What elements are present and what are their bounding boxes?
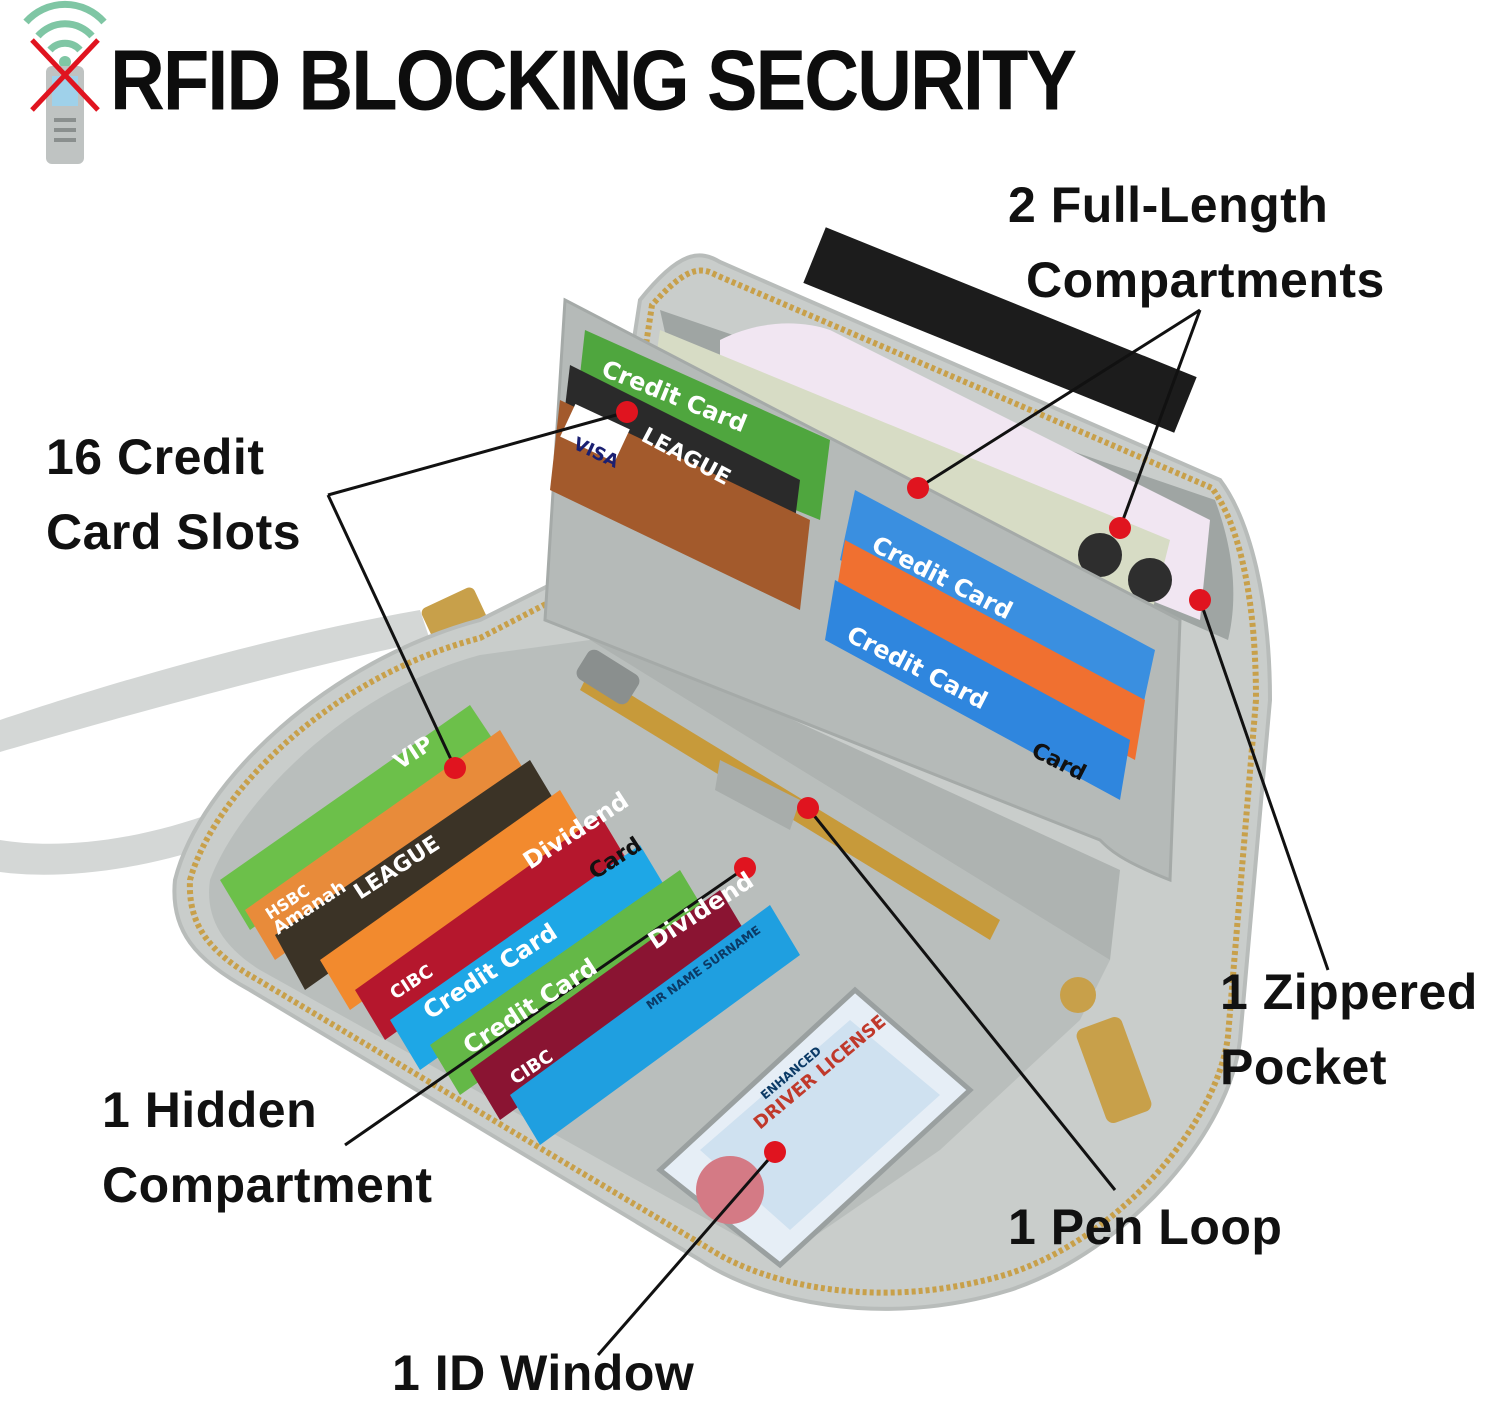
label-hidden-compartment: 1 Hidden Compartment	[102, 1073, 433, 1223]
rfid-blocked-reader-icon	[23, 0, 107, 164]
label-full-length-line-2: Compartments	[1026, 252, 1385, 308]
label-pen-loop: 1 Pen Loop	[1008, 1199, 1283, 1255]
leader-lines	[326, 308, 1330, 1356]
page-title: RFID BLOCKING SECURITY	[110, 33, 1077, 129]
zipper-pull	[1076, 1017, 1152, 1123]
label-credit-line-2: Card Slots	[46, 504, 302, 560]
label-zippered-pocket: 1 Zippered Pocket	[1220, 955, 1478, 1105]
lower-card-slots	[220, 705, 800, 1145]
label-zippered-line-1: 1 Zippered	[1220, 964, 1478, 1020]
label-credit-card-slots: 16 Credit Card Slots	[46, 420, 301, 570]
label-zippered-line-2: Pocket	[1220, 1039, 1387, 1095]
label-full-length-compartments: 2 Full-Length Compartments	[1008, 168, 1385, 318]
label-id-window: 1 ID Window	[392, 1345, 695, 1401]
label-credit-line-1: 16 Credit	[46, 429, 265, 485]
callout-dots	[444, 401, 1211, 1163]
zipper	[186, 267, 1260, 1296]
label-hidden-line-2: Compartment	[102, 1157, 433, 1213]
label-hidden-line-1: 1 Hidden	[102, 1082, 318, 1138]
label-full-length-line-1: 2 Full-Length	[1008, 177, 1329, 233]
wrist-strap	[0, 610, 430, 752]
